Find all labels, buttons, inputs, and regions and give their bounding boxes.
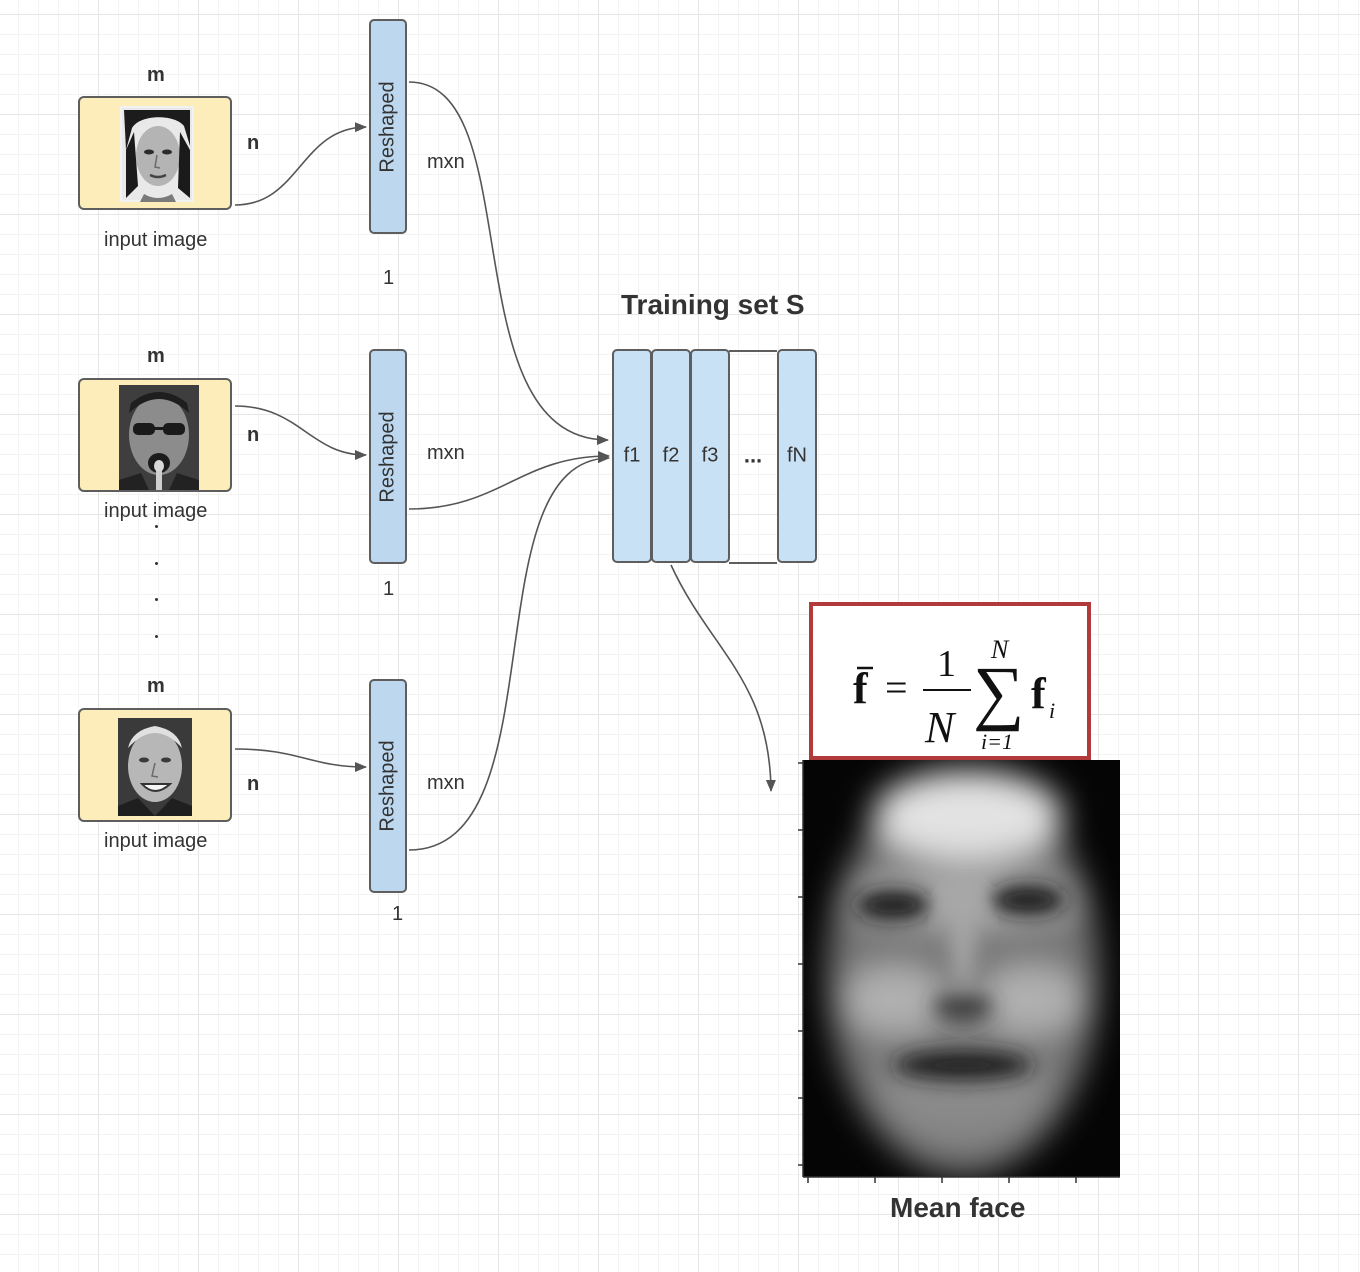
reshaped-1-width-label: 1 <box>383 267 395 289</box>
arrow-input3-to-reshaped3 <box>234 748 367 772</box>
arrow-reshaped2-to-set <box>408 451 610 510</box>
face-photo-3 <box>118 718 192 816</box>
input1-m-label: m <box>147 64 165 86</box>
reshaped-vector-1: Reshaped <box>369 19 407 234</box>
training-column-f2-label: f2 <box>662 444 680 467</box>
reshaped-vector-2-label: Reshaped <box>376 410 399 503</box>
formula-numerator: 1 <box>937 643 956 685</box>
reshaped-2-width-label: 1 <box>383 578 395 600</box>
ellipsis-dot <box>155 598 158 601</box>
input1-caption: input image <box>104 229 208 251</box>
mean-face-axis-ticks <box>798 760 1120 1183</box>
arrow-input1-to-reshaped1 <box>234 122 367 206</box>
input-image-3 <box>78 708 232 822</box>
training-column-fN-label: fN <box>787 444 807 467</box>
reshaped-1-dim-label: mxn <box>427 151 465 173</box>
formula-subscript: i <box>1049 698 1055 723</box>
formula-lower-limit: i=1 <box>981 729 1013 754</box>
formula-upper-limit: N <box>990 635 1010 664</box>
input2-n-label: n <box>247 424 260 446</box>
training-column-f3-label: f3 <box>701 444 719 467</box>
formula-denominator: N <box>924 703 957 752</box>
ellipsis-dot <box>155 562 158 565</box>
mean-face-image <box>803 760 1120 1177</box>
formula-equals: = <box>885 665 908 710</box>
arrow-input2-to-reshaped2 <box>234 405 367 460</box>
training-column-fN: fN <box>777 349 817 563</box>
formula-sigma: ∑ <box>973 652 1024 732</box>
training-column-f1-label: f1 <box>623 444 641 467</box>
reshaped-vector-3: Reshaped <box>369 679 407 893</box>
reshaped-vector-1-label: Reshaped <box>376 80 399 173</box>
reshaped-vector-3-label: Reshaped <box>376 740 399 832</box>
input-image-2 <box>78 378 232 492</box>
input-image-1 <box>78 96 232 210</box>
reshaped-3-width-label: 1 <box>392 903 404 925</box>
mean-formula-box: f = 1 N N ∑ i=1 f i <box>809 602 1091 760</box>
reshaped-3-dim-label: mxn <box>427 772 465 794</box>
training-column-f2: f2 <box>651 349 691 563</box>
mean-face-caption: Mean face <box>890 1192 1026 1223</box>
input2-m-label: m <box>147 345 165 367</box>
input3-m-label: m <box>147 675 165 697</box>
ellipsis-dot <box>155 635 158 638</box>
training-set-title: Training set S <box>621 289 805 320</box>
face-photo-2 <box>119 385 199 490</box>
input1-n-label: n <box>247 132 260 154</box>
arrow-set-to-meanface <box>670 564 776 792</box>
input3-n-label: n <box>247 773 260 795</box>
reshaped-vector-2: Reshaped <box>369 349 407 564</box>
formula-term: f <box>1031 669 1047 718</box>
mean-formula: f = 1 N N ∑ i=1 f i <box>853 635 1055 754</box>
formula-lhs: f <box>853 664 869 713</box>
face-photo-1 <box>120 106 194 202</box>
input3-caption: input image <box>104 830 208 852</box>
training-column-ellipsis-label: ... <box>743 442 763 468</box>
training-column-f1: f1 <box>612 349 652 563</box>
training-column-ellipsis: ... <box>729 350 777 564</box>
input2-caption: input image <box>104 500 208 522</box>
reshaped-2-dim-label: mxn <box>427 442 465 464</box>
training-column-f3: f3 <box>690 349 730 563</box>
ellipsis-dot <box>155 525 158 528</box>
arrow-reshaped1-to-set <box>408 81 609 445</box>
arrow-reshaped3-to-set <box>408 453 610 851</box>
